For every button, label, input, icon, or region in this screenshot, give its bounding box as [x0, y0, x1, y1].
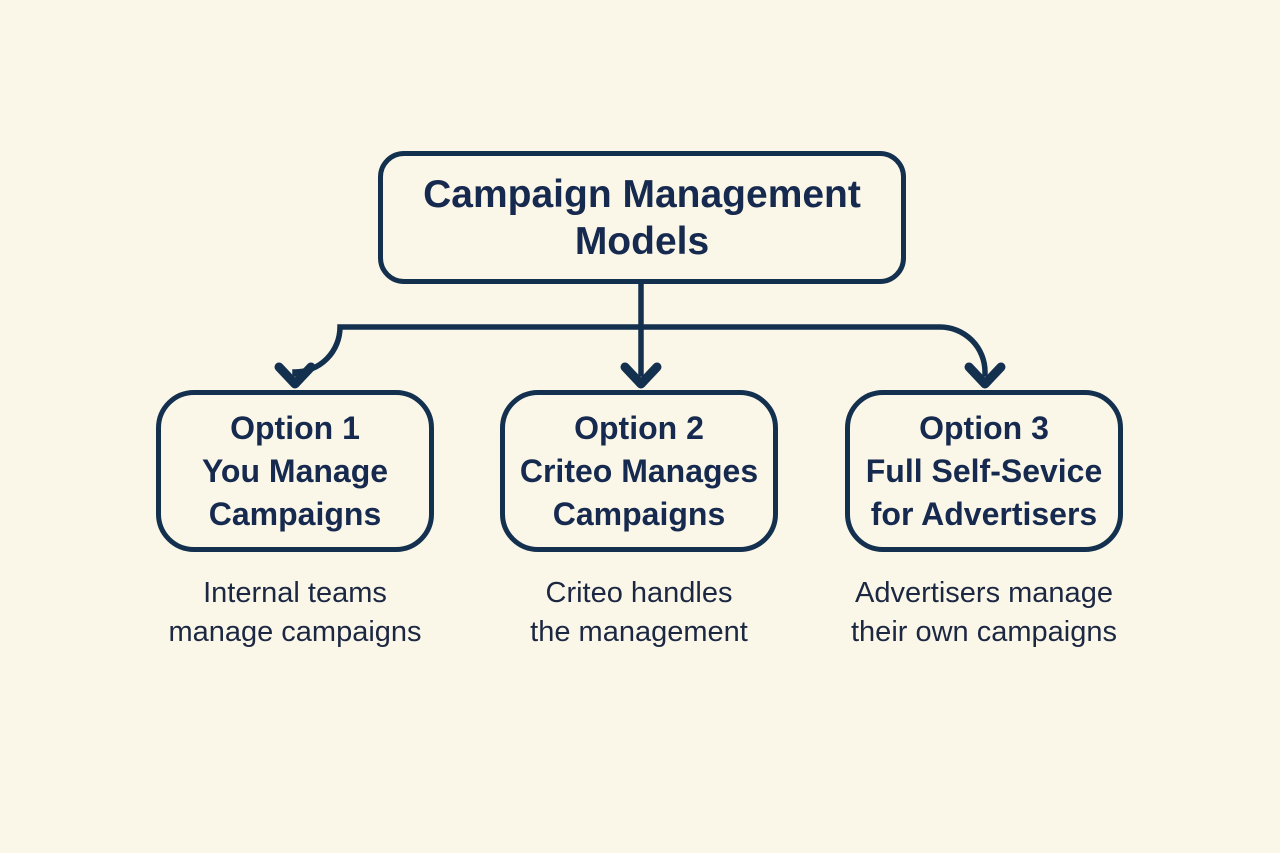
option-1-description-line: manage campaigns [168, 616, 422, 648]
option-3-title-line: for Advertisers [870, 495, 1098, 532]
option-2-description-line: Criteo handles [545, 577, 733, 609]
option-2-title-line: Criteo Manages [519, 452, 759, 489]
option-3-description-line: their own campaigns [851, 616, 1117, 648]
option-1-title-line: Campaigns [208, 495, 382, 532]
option-2-title-line: Option 2 [574, 409, 704, 446]
option-3-description-line: Advertisers manage [855, 577, 1113, 609]
root-box-title-line: Models [574, 219, 710, 263]
option-box-3: Option 3 Full Self-Sevice for Advertiser… [845, 390, 1123, 552]
option-box-2: Option 2 Criteo Manages Campaigns [500, 390, 778, 552]
root-box-title-line: Campaign Management [423, 172, 861, 216]
arrow-down-right-icon [964, 362, 1006, 389]
arrow-down-center-icon [620, 362, 662, 389]
option-1-title-line: You Manage [201, 452, 389, 489]
option-2-title-line: Campaigns [552, 495, 726, 532]
root-box-campaign-management-models: Campaign Management Models [378, 151, 906, 284]
option-1-title-line: Option 1 [230, 409, 360, 446]
option-box-1: Option 1 You Manage Campaigns [156, 390, 434, 552]
option-3-title-line: Option 3 [919, 409, 1049, 446]
option-3-title-line: Full Self-Sevice [865, 452, 1103, 489]
option-2-description-line: the management [530, 616, 748, 648]
arrow-down-left-icon [274, 362, 316, 389]
option-2-description: Criteo handles the management [459, 574, 819, 652]
option-1-description-line: Internal teams [203, 577, 387, 609]
option-3-description: Advertisers manage their own campaigns [804, 574, 1164, 652]
option-1-description: Internal teams manage campaigns [115, 574, 475, 652]
